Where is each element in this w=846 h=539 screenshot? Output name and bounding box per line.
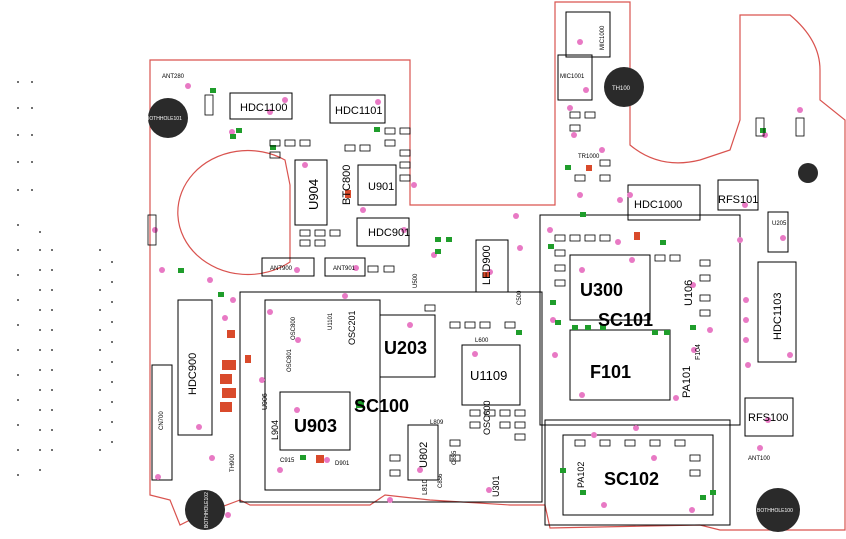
label-hdc900: HDC900 <box>187 353 199 395</box>
component-outlines <box>151 11 797 526</box>
label-hdc1100: HDC1100 <box>240 102 288 114</box>
label-osc801: OSC801 <box>287 348 293 372</box>
label-u301: U301 <box>491 475 501 497</box>
label-hdc1101: HDC1101 <box>335 105 383 117</box>
mounting-holes <box>148 67 818 532</box>
label-tr1000: TR1000 <box>578 154 600 160</box>
round-cutout <box>177 149 291 276</box>
label-ant901: ANT901 <box>333 266 356 272</box>
small-components <box>147 94 805 477</box>
label-pa102: PA102 <box>576 462 586 488</box>
label-ant900: ANT900 <box>270 266 293 272</box>
hole-boothole101 <box>148 98 188 138</box>
label-f104: F104 <box>695 344 702 360</box>
red-pads <box>220 165 640 463</box>
label-rfs100: RFS100 <box>748 412 788 424</box>
label-boothole100: BOTHHOLE100 <box>757 508 793 514</box>
label-sc100: SC100 <box>354 396 409 416</box>
hole-boothole102 <box>185 490 225 530</box>
label-u203: U203 <box>384 338 427 358</box>
label-sc101: SC101 <box>598 310 653 330</box>
label-u1101: U1101 <box>328 312 334 330</box>
label-d901: D901 <box>335 461 350 467</box>
label-c855: C855 <box>452 450 458 465</box>
label-l600: L600 <box>475 338 489 344</box>
label-l904: L904 <box>270 420 280 440</box>
label-c856: C856 <box>438 473 444 488</box>
green-pads <box>178 88 766 500</box>
label-osc201: OSC201 <box>347 310 357 345</box>
label-u802: U802 <box>418 442 430 468</box>
label-l809: L809 <box>430 420 444 426</box>
label-boothole101: BOTHHOLE101 <box>146 116 182 122</box>
label-boothole102: BOTHHOLE102 <box>204 492 210 528</box>
label-ant280: ANT280 <box>162 74 185 80</box>
board-outline <box>149 1 846 531</box>
label-cn700: CN700 <box>159 411 165 430</box>
label-u205: U205 <box>772 221 787 227</box>
label-u500: U500 <box>413 273 419 288</box>
label-hdc1000: HDC1000 <box>634 199 682 211</box>
pink-pads <box>152 39 803 518</box>
label-th100: TH100 <box>612 86 631 92</box>
label-u903: U903 <box>294 416 337 436</box>
hole-boothole100 <box>756 488 800 532</box>
hole-th100 <box>604 67 644 107</box>
component-labels: HDC1100 HDC1101 HDC1000 HDC901 RFS101 RF… <box>146 25 793 528</box>
label-hdc1103: HDC1103 <box>772 293 784 341</box>
label-rfs101: RFS101 <box>718 194 758 206</box>
dot-grid-left <box>17 81 113 476</box>
label-f101: F101 <box>590 362 631 382</box>
label-osc600: OSC600 <box>482 400 492 435</box>
label-btc800: BTC800 <box>341 165 353 205</box>
label-u1109: U1109 <box>470 368 507 383</box>
label-u901: U901 <box>368 181 394 193</box>
label-th900: TH900 <box>230 453 236 472</box>
label-mic1000: MIC1000 <box>600 25 606 50</box>
label-u904: U904 <box>306 179 321 210</box>
label-osc800: OSC800 <box>291 316 297 340</box>
label-hdc901: HDC901 <box>368 227 410 239</box>
label-mic1001: MIC1001 <box>560 74 585 80</box>
hole-small-right <box>798 163 818 183</box>
label-u300: U300 <box>580 280 623 300</box>
label-l810: L810 <box>422 479 429 495</box>
label-u906: U906 <box>262 393 269 410</box>
label-sc102: SC102 <box>604 469 659 489</box>
label-led900: LED900 <box>481 245 493 285</box>
label-pa101: PA101 <box>681 366 693 398</box>
label-c915: C915 <box>280 458 295 464</box>
label-c500: C500 <box>517 290 523 305</box>
label-u106: U106 <box>683 280 695 306</box>
label-ant100: ANT100 <box>748 456 771 462</box>
